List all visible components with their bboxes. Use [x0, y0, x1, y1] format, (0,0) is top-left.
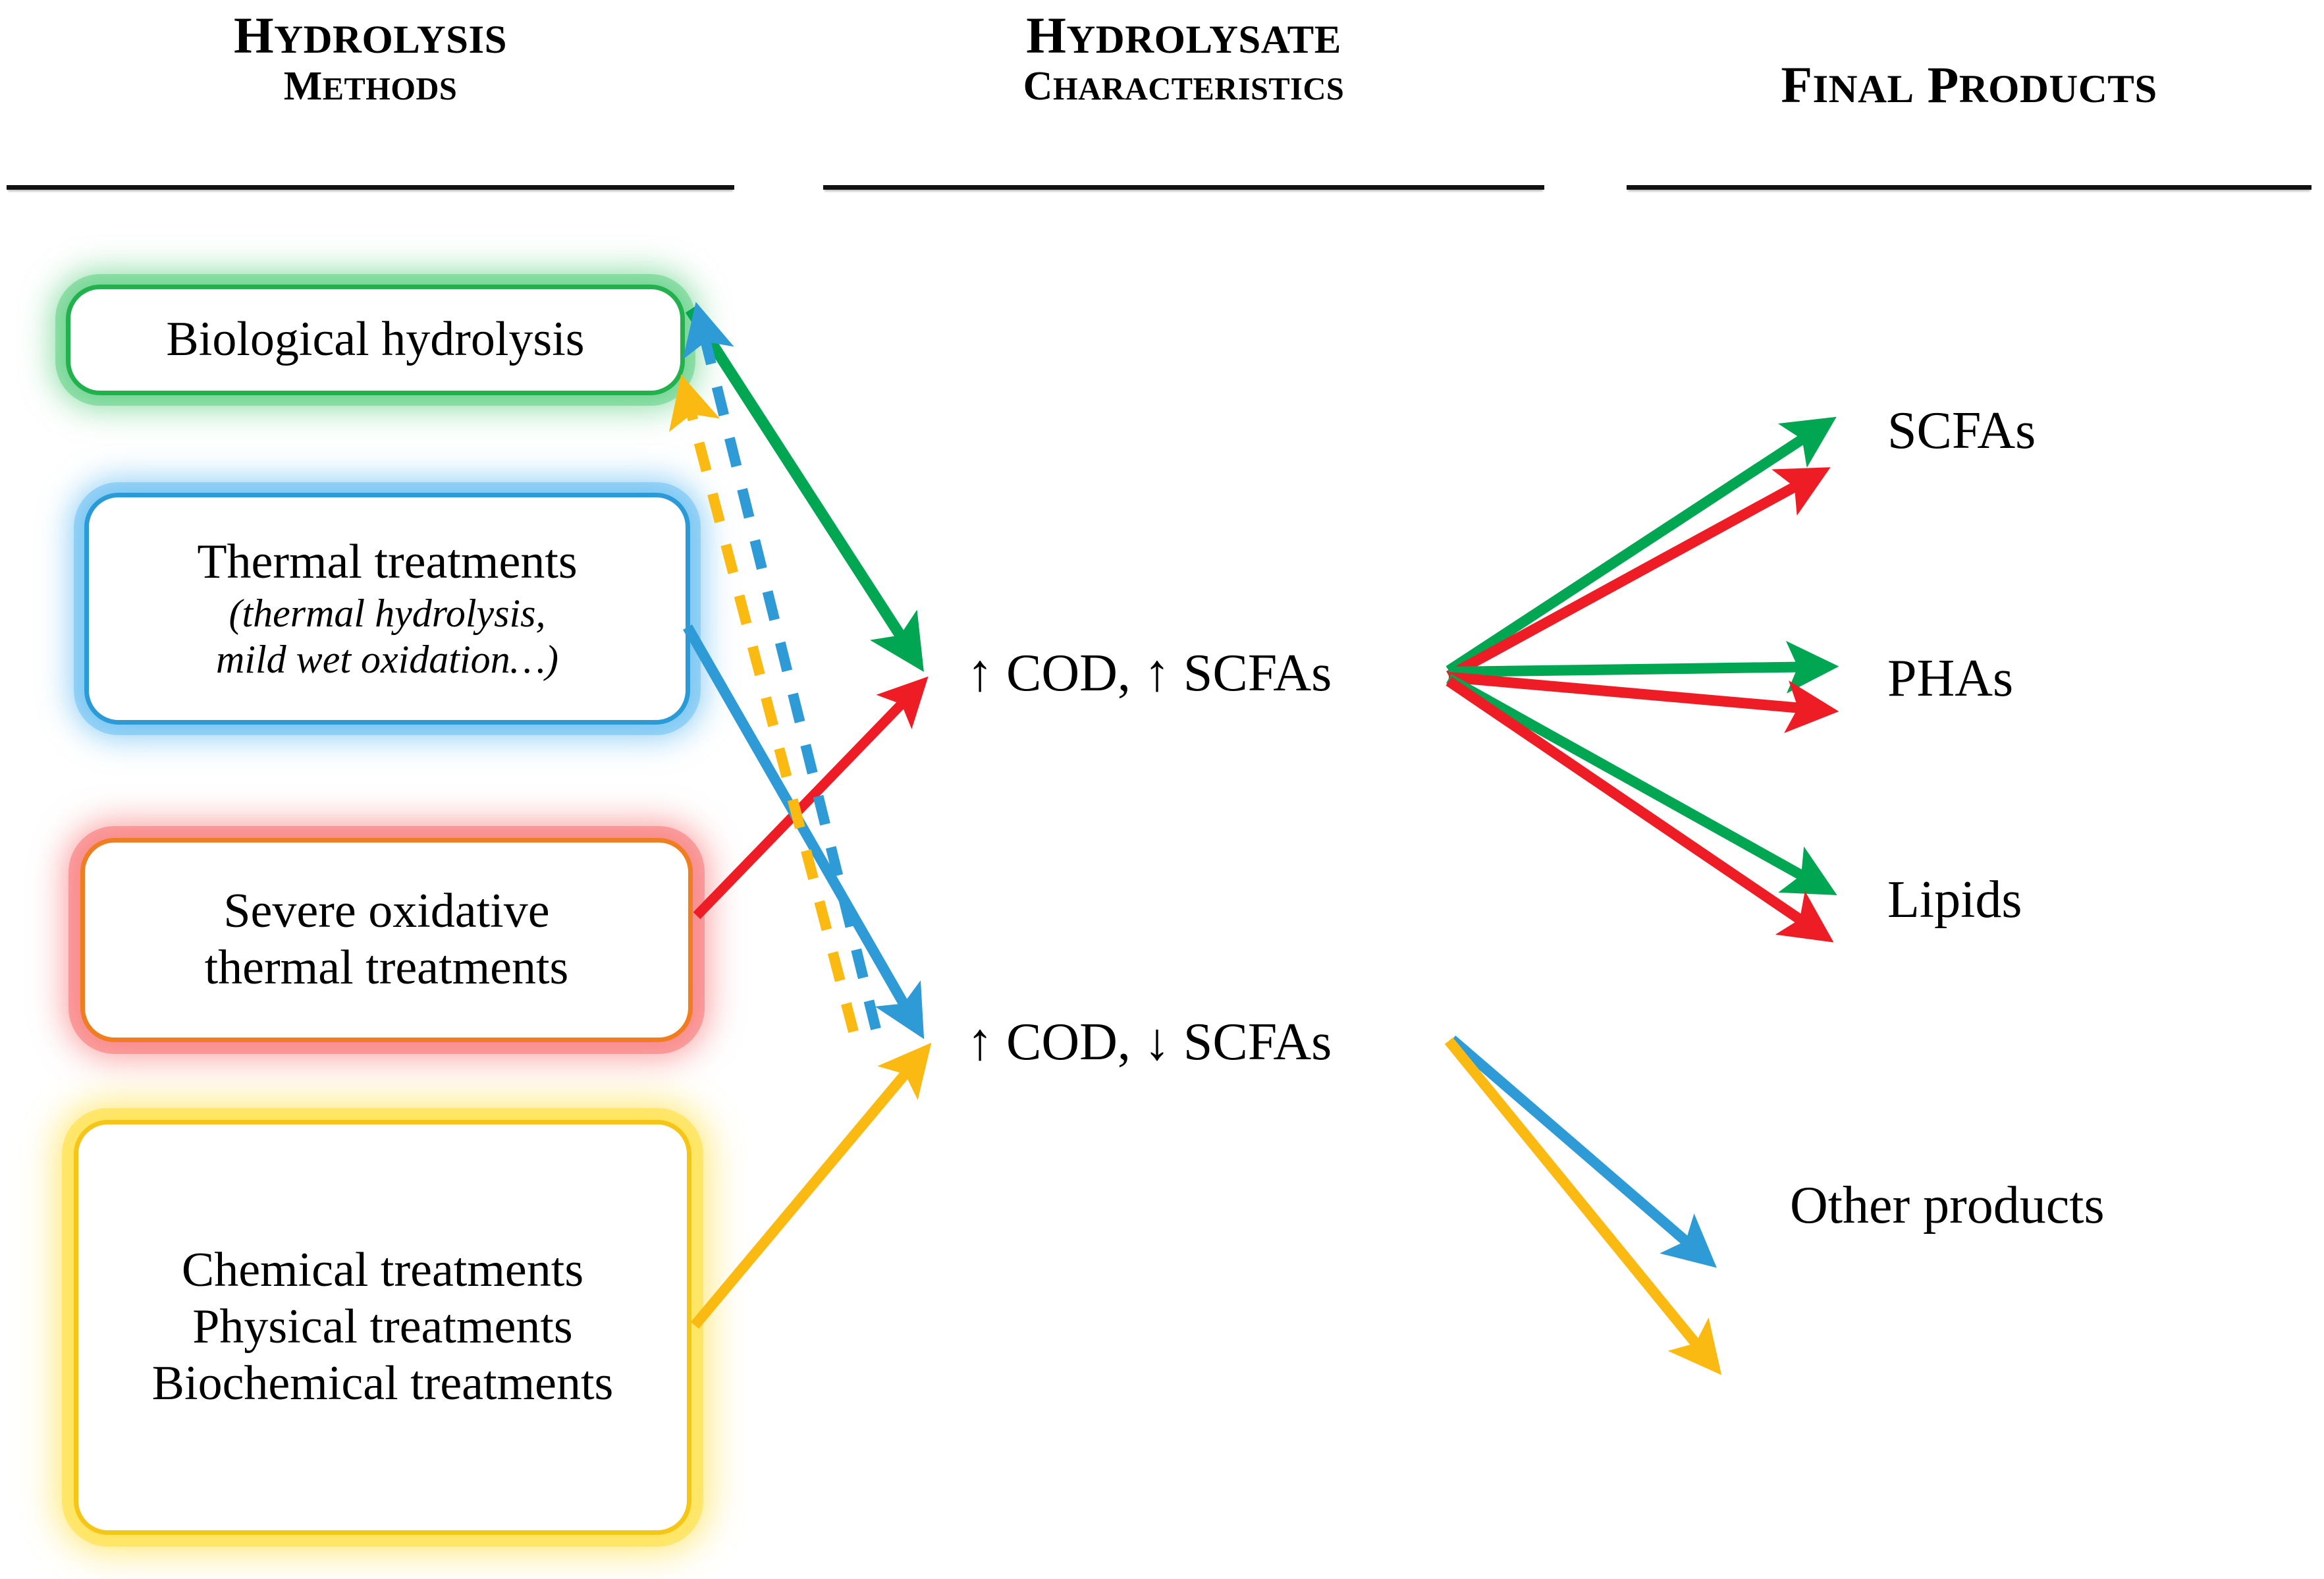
- arrow-chemical-to-low-scfas: [690, 1042, 932, 1329]
- product-label-scfas: SCFAs: [1887, 402, 2036, 460]
- method-title-line2: Physical treatments: [192, 1300, 573, 1354]
- column-header-hydrolysis-methods: HYDROLYSIS METHODS: [7, 7, 734, 110]
- method-title: Biological hydrolysis: [166, 312, 585, 367]
- method-title-line3: Biochemical treatments: [151, 1356, 614, 1410]
- method-title: Severe oxidative: [223, 884, 550, 939]
- hydrolysate-node-high-cod-low-scfas: ↑ COD, ↓ SCFAs: [967, 1013, 1332, 1071]
- method-box-biological-hydrolysis[interactable]: Biological hydrolysis: [66, 285, 685, 395]
- arrow-high-scfas-to-scfas-green: [1446, 416, 1837, 675]
- method-box-severe-oxidative-thermal-treatments[interactable]: Severe oxidative thermal treatments: [80, 838, 693, 1042]
- method-subtitle-line1: (thermal hydrolysis,: [229, 592, 546, 636]
- method-subtitle-line2: mild wet oxidation…): [216, 637, 558, 681]
- arrow-severe-oxidative-to-high-scfas: [693, 676, 929, 920]
- arrow-high-scfas-to-lipids-red: [1446, 677, 1834, 943]
- arrow-high-scfas-to-phas-green: [1448, 640, 1839, 694]
- product-label-other-products: Other products: [1790, 1177, 2105, 1234]
- column-header-line1: FINAL PRODUCTS: [1781, 56, 2157, 113]
- arrow-high-scfas-to-scfas-red: [1446, 467, 1831, 681]
- arrow-low-scfas-to-biological-yellow: [668, 374, 859, 1034]
- arrow-low-scfas-to-biological-blue: [683, 302, 881, 1030]
- method-box-chemical-physical-biochemical-treatments[interactable]: Chemical treatments Physical treatments …: [74, 1120, 691, 1535]
- method-box-thermal-treatments[interactable]: Thermal treatments (thermal hydrolysis, …: [84, 493, 690, 725]
- arrow-biological-to-high-scfas: [685, 306, 924, 672]
- column-header-line2: METHODS: [283, 64, 458, 109]
- product-label-lipids: Lipids: [1887, 871, 2022, 929]
- product-label-phas: PHAs: [1887, 650, 2014, 707]
- method-title-line2: thermal treatments: [204, 941, 569, 995]
- column-header-final-products: FINAL PRODUCTS: [1627, 56, 2311, 113]
- arrow-high-scfas-to-lipids-green: [1446, 674, 1837, 895]
- method-title: Chemical treatments: [181, 1243, 584, 1298]
- arrow-high-scfas-to-phas-red: [1448, 672, 1839, 733]
- arrow-low-scfas-to-other-yellow: [1444, 1037, 1722, 1375]
- column-divider-final-products: [1627, 185, 2311, 190]
- arrow-low-scfas-to-other-blue: [1448, 1035, 1717, 1268]
- column-header-line1: HYDROLYSIS: [233, 7, 508, 64]
- column-header-line1: HYDROLYSATE: [1026, 7, 1341, 64]
- hydrolysate-node-high-cod-high-scfas: ↑ COD, ↑ SCFAs: [967, 644, 1332, 702]
- column-header-line2: CHARACTERISTICS: [1023, 64, 1345, 109]
- column-divider-hydrolysate-characteristics: [823, 185, 1544, 190]
- column-divider-hydrolysis-methods: [7, 185, 734, 190]
- column-header-hydrolysate-characteristics: HYDROLYSATE CHARACTERISTICS: [823, 7, 1544, 110]
- method-title: Thermal treatments: [197, 535, 578, 590]
